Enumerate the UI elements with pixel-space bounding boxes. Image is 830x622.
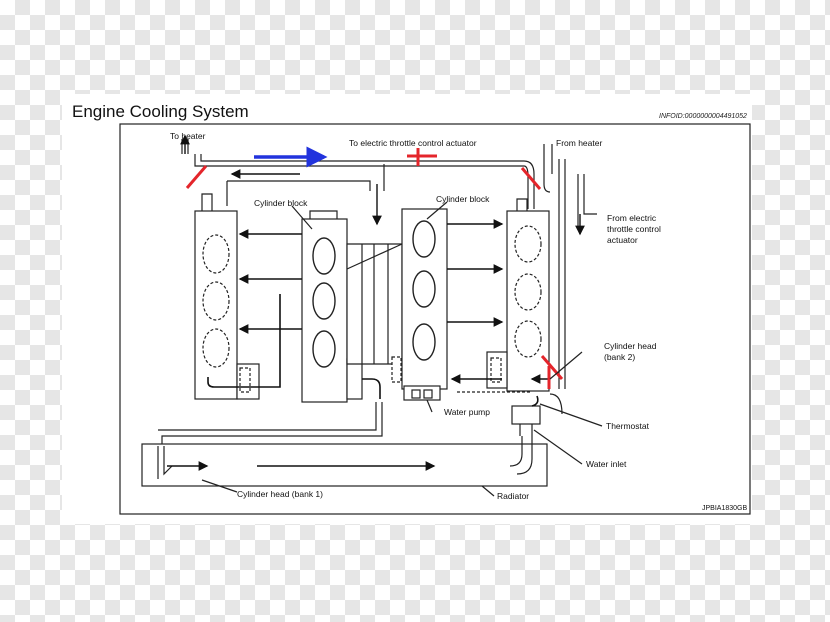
label-thermostat: Thermostat	[606, 421, 650, 431]
throttle-pipe-marker	[407, 148, 437, 166]
thermostat	[511, 395, 541, 436]
red-valve-marker-bank2	[540, 355, 564, 380]
middle-block	[346, 243, 403, 365]
label-from-throttle-3: actuator	[607, 235, 638, 245]
label-from-throttle-1: From electric	[607, 213, 657, 223]
label-cylinder-head-bank2-2: (bank 2)	[604, 352, 635, 362]
label-cylinder-head-bank1: Cylinder head (bank 1)	[237, 489, 323, 499]
label-water-pump: Water pump	[444, 407, 490, 417]
label-to-throttle: To electric throttle control actuator	[349, 138, 477, 148]
water-pump	[362, 378, 441, 401]
cooling-system-diagram: Engine Cooling System INFOID:00000000044…	[72, 102, 751, 515]
label-cylinder-block-right: Cylinder block	[436, 194, 490, 204]
flow-arrows-right	[447, 219, 550, 384]
info-id: INFOID:0000000004491052	[659, 113, 747, 120]
label-cylinder-block-left: Cylinder block	[254, 198, 308, 208]
page-title: Engine Cooling System	[72, 102, 249, 121]
red-valve-marker-right	[520, 167, 542, 190]
heater-return-pipe	[520, 144, 597, 389]
label-from-throttle-2: throttle control	[607, 224, 661, 234]
diagram-page: Engine Cooling System INFOID:00000000044…	[62, 94, 752, 524]
label-radiator: Radiator	[497, 491, 529, 501]
red-valve-marker-left	[185, 165, 208, 189]
heater-outlet-pipe	[180, 134, 524, 189]
label-from-heater: From heater	[556, 138, 602, 148]
figure-code: JPBIA1830GB	[702, 505, 747, 512]
cylinder-block-right	[391, 208, 448, 390]
bypass-return-pipes	[158, 393, 563, 446]
radiator	[141, 436, 548, 487]
cylinder-head-bank1	[194, 193, 281, 400]
label-to-heater: To heater	[170, 131, 206, 141]
flow-arrows-left	[238, 229, 302, 334]
label-cylinder-head-bank2-1: Cylinder head	[604, 341, 657, 351]
label-water-inlet: Water inlet	[586, 459, 627, 469]
leader-lines	[201, 201, 603, 497]
cylinder-block-left	[301, 210, 363, 403]
